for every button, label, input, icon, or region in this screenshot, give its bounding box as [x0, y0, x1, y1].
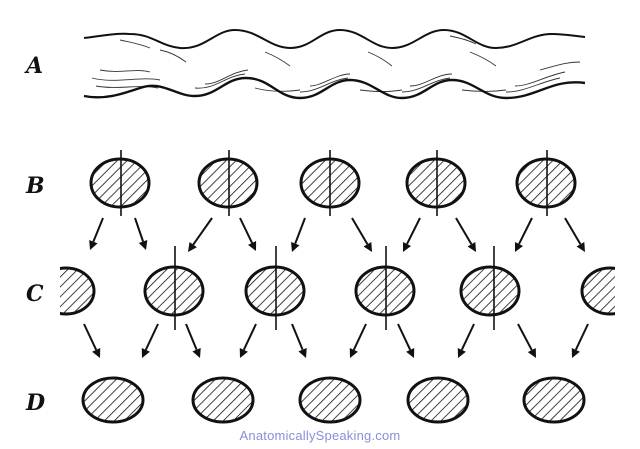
row-d-cells — [81, 376, 586, 424]
arrow — [455, 217, 476, 252]
arrow — [351, 217, 372, 252]
arrow — [141, 323, 159, 358]
arrows-b-to-c — [89, 217, 585, 252]
arrow — [349, 323, 367, 358]
row-b-cell — [89, 150, 151, 216]
row-b-cell — [515, 150, 577, 216]
row-c-cell — [354, 246, 416, 330]
arrow — [517, 323, 536, 358]
row-label-d: D — [26, 390, 46, 416]
row-c-cell — [459, 246, 521, 330]
arrow — [397, 323, 415, 358]
row-d-cell — [522, 376, 586, 424]
arrows-c-to-d — [83, 323, 589, 358]
row-label-c: C — [26, 281, 44, 307]
arrow — [188, 217, 213, 252]
wavy-tube — [83, 28, 586, 100]
arrow — [134, 217, 148, 250]
arrow — [239, 217, 257, 251]
row-c-cell — [143, 246, 205, 330]
row-d-cell — [81, 376, 145, 424]
arrow — [571, 323, 589, 358]
row-b-cell — [299, 150, 361, 216]
row-b-cells — [89, 150, 577, 216]
arrow — [291, 323, 307, 358]
arrow — [185, 323, 201, 358]
arrow — [403, 217, 421, 252]
arrow — [457, 323, 475, 358]
arrow — [83, 323, 101, 358]
row-c-cells — [60, 246, 615, 330]
row-c-partial-cell-left — [60, 266, 96, 316]
arrow — [239, 323, 257, 358]
row-c-cell — [244, 246, 306, 330]
arrow — [89, 217, 104, 250]
watermark: AnatomicallySpeaking.com — [239, 428, 401, 443]
arrow — [515, 217, 533, 252]
row-d-cell — [298, 376, 362, 424]
row-d-cell — [406, 376, 470, 424]
row-label-b: B — [26, 173, 45, 199]
arrow — [291, 217, 306, 252]
row-c-partial-cell-right — [580, 266, 615, 316]
row-label-a: A — [26, 53, 44, 79]
row-b-cell — [197, 150, 259, 216]
arrow — [564, 217, 585, 252]
row-d-cell — [191, 376, 255, 424]
row-b-cell — [405, 150, 467, 216]
